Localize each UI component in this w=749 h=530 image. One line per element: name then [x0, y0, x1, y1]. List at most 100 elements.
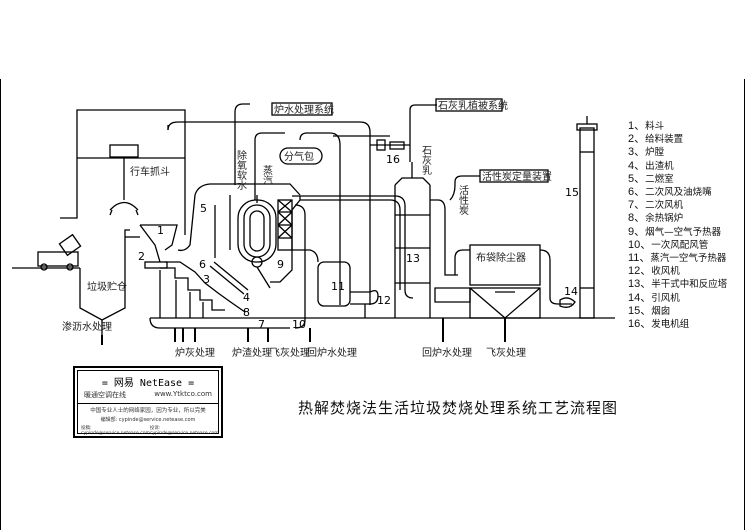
legend-item-number: 12、 — [628, 265, 652, 278]
legend-item-label: 一次风配风管 — [651, 239, 709, 251]
deaerated-water-label: 除氧软水 — [235, 149, 247, 190]
steam-header-label: 分气包 — [284, 150, 314, 163]
frame-left-border — [0, 79, 1, 530]
component-number-6: 6 — [199, 258, 206, 271]
generator-set — [370, 139, 410, 151]
legend-item-number: 6、 — [628, 186, 646, 199]
badge-submission-contact: 投稿: cypinde@service.netease.com — [81, 426, 150, 436]
bunker-label: 垃圾贮仓 — [87, 280, 127, 293]
steam-air-preheater — [317, 261, 351, 307]
legend-item-number: 8、 — [628, 212, 646, 225]
boiler-water-system-label: 炉水处理系统 — [274, 103, 334, 116]
legend-item-label: 半干式中和反应塔 — [651, 279, 728, 291]
lime-milk-box-frame — [435, 98, 503, 112]
fly-ash-treatment-label-1: 飞灰处理 — [270, 346, 310, 359]
duct-tower-to-filter — [430, 199, 458, 276]
induced-draft-fan — [559, 297, 576, 308]
component-number-12: 12 — [377, 294, 391, 307]
badge-complaint-contact: 投诉: cypinde@service.netease.com — [149, 426, 219, 436]
lime-milk-system-label: 石灰乳植被系统 — [438, 99, 508, 112]
badge-brand: = 网易 NetEase = — [101, 378, 195, 389]
component-number-14: 14 — [564, 285, 578, 298]
legend-item-number: 2、 — [628, 133, 646, 146]
activated-carbon-vertical-label: 活性炭 — [457, 185, 469, 216]
legend-item-label: 蒸汽一空气予热器 — [650, 253, 727, 265]
component-number-2: 2 — [138, 250, 145, 263]
badge-slogan: 中国专业人士的网络家园，因为专业，所以完美 — [90, 408, 206, 414]
frame-right-border — [744, 79, 745, 530]
secondary-combustion-chamber — [177, 183, 301, 258]
legend-item: 11、蒸汽一空气予热器 — [628, 252, 727, 265]
garbage-bunker — [79, 229, 130, 335]
badge-contacts-row: 投稿: cypinde@service.netease.com 投诉: cypi… — [78, 425, 219, 436]
legend-item-label: 炉膛 — [645, 147, 665, 159]
component-number-10: 10 — [292, 318, 306, 331]
badge-inner-frame: = 网易 NetEase = 暖通空调在线 www.Ytktco.com 中国专… — [77, 370, 219, 436]
legend-item-label: 烟囱 — [651, 305, 671, 317]
bag-filter-label: 布袋除尘器 — [476, 251, 526, 264]
legend-item: 16、发电机组 — [628, 318, 727, 331]
legend-item-label: 烟气—空气予热器 — [645, 226, 722, 238]
legend-item: 4、出渣机 — [628, 160, 727, 173]
legend-item-label: 给料装置 — [645, 134, 684, 146]
legend-item: 6、二次风及油烧嘴 — [628, 186, 727, 199]
component-number-3: 3 — [203, 273, 210, 286]
component-number-16: 16 — [386, 153, 400, 166]
diagram-title: 热解焚烧法生活垃圾焚烧处理系统工艺流程图 — [298, 399, 619, 417]
legend-item-label: 收风机 — [651, 266, 680, 278]
legend-item-label: 料斗 — [645, 121, 665, 132]
legend-item-number: 1、 — [628, 120, 646, 132]
activated-carbon-feed-line — [449, 175, 480, 201]
component-number-13: 13 — [406, 252, 420, 265]
netease-watermark-badge: = 网易 NetEase = 暖通空调在线 www.Ytktco.com 中国专… — [73, 366, 223, 438]
component-number-8: 8 — [243, 306, 250, 319]
legend-item-label: 引风机 — [651, 292, 680, 304]
primary-air-duct — [294, 204, 306, 329]
waste-heat-boiler — [209, 195, 277, 295]
legend-item: 10、一次风配风管 — [628, 239, 727, 252]
badge-site-url[interactable]: www.Ytktco.com — [154, 390, 212, 398]
component-number-4: 4 — [243, 291, 250, 304]
legend-item: 14、引风机 — [628, 292, 727, 305]
feeder-device — [144, 261, 168, 269]
component-number-7: 7 — [258, 318, 265, 331]
badge-divider — [78, 403, 218, 404]
legend-item-number: 5、 — [628, 172, 646, 185]
legend-item-number: 10、 — [628, 238, 652, 251]
legend-item: 15、烟囱 — [628, 305, 727, 318]
legend-item-label: 二次风及油烧嘴 — [645, 187, 712, 199]
legend-item: 5、二燃室 — [628, 173, 727, 186]
activated-carbon-device-label: 活性炭定量装置 — [482, 170, 552, 183]
crane-building — [60, 109, 186, 235]
legend-item-number: 13、 — [628, 278, 652, 291]
preheater-link — [292, 249, 319, 263]
legend-item-label: 出渣机 — [645, 160, 674, 172]
activated-carbon-box-frame — [479, 169, 549, 183]
legend-item-label: 余热锅炉 — [645, 213, 684, 225]
legend-item-label: 二燃室 — [645, 173, 674, 185]
return-water-label-2: 回炉水处理 — [422, 347, 472, 359]
legend-item-label: 发电机组 — [651, 319, 690, 331]
legend-item-number: 16、 — [628, 318, 652, 331]
slag-treatment-label: 炉渣处理 — [232, 346, 272, 359]
legend-item: 7、二次风机 — [628, 199, 727, 212]
component-number-15: 15 — [565, 186, 579, 199]
component-number-5: 5 — [200, 202, 207, 215]
legend-item: 8、余热锅炉 — [628, 212, 727, 225]
neutralization-tower — [394, 104, 437, 318]
blower-fan — [350, 290, 379, 318]
component-number-11: 11 — [331, 280, 345, 293]
legend-item-number: 7、 — [628, 199, 646, 212]
legend-item: 2、给料装置 — [628, 133, 727, 146]
output-arrows — [101, 318, 506, 345]
component-number-9: 9 — [277, 258, 284, 271]
legend-item: 13、半干式中和反应塔 — [628, 278, 727, 291]
component-number-1: 1 — [157, 224, 164, 237]
steam-header-shape — [279, 147, 323, 165]
garbage-truck — [37, 233, 82, 271]
legend-item-number: 4、 — [628, 159, 646, 172]
legend-item-number: 11、 — [628, 252, 651, 265]
